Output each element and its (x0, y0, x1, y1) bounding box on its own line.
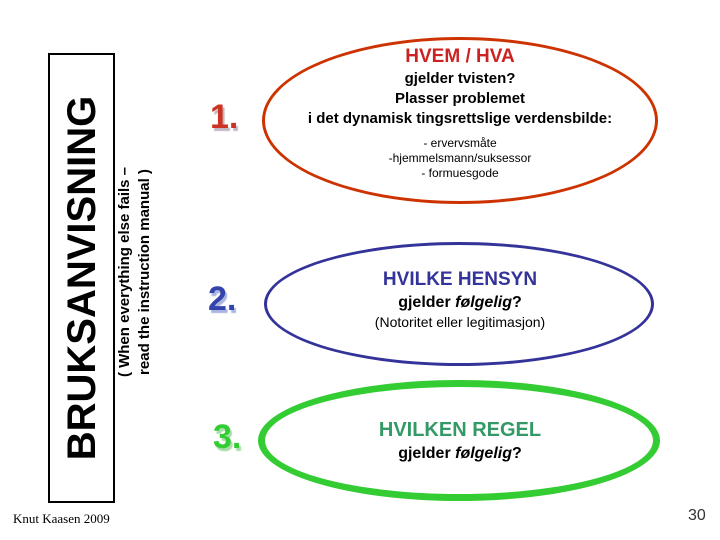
step-1-line-2: Plasser problemet (394, 90, 526, 107)
step-1-heading: HVEM / HVA (405, 46, 515, 67)
step-2-ellipse (264, 242, 654, 366)
author-credit: Knut Kaasen 2009 (13, 511, 110, 526)
step-1-bullet-2: -hjemmelsmann/suksessor (388, 151, 532, 165)
step-1-bullet-1: - ervervsmåte (423, 136, 497, 150)
step-2-question-prefix: gjelder (398, 294, 456, 311)
vertical-subtitle: ( When everything else fails – read the … (115, 130, 157, 414)
step-3-question-italic: følgelig (455, 445, 512, 462)
step-1-ellipse (262, 37, 658, 204)
step-3-question-prefix: gjelder (398, 445, 456, 462)
vertical-title-box (48, 53, 115, 503)
step-2-heading: HVILKE HENSYN (382, 269, 538, 290)
step-3-heading: HVILKEN REGEL (378, 419, 542, 441)
step-2-question-suffix: ? (512, 294, 522, 311)
step-2-question: gjelder følgelig? (270, 292, 650, 313)
vertical-subtitle-line2: read the instruction manual ) (136, 169, 153, 375)
step-1-line-3: i det dynamisk tingsrettslige verdensbil… (307, 110, 613, 127)
page-number: 30 (688, 507, 706, 524)
step-3-number: 3. (213, 418, 242, 456)
step-2-note: (Notoritet eller legitimasjon) (374, 314, 546, 330)
step-2-question-italic: følgelig (455, 294, 512, 311)
step-1-line-1: gjelder tvisten? (404, 70, 516, 87)
step-3-content: HVILKEN REGEL gjelder følgelig? (270, 418, 650, 464)
step-1-content: HVEM / HVA gjelder tvisten? Plasser prob… (270, 45, 650, 181)
step-3-question-suffix: ? (512, 445, 522, 462)
step-3-question: gjelder følgelig? (270, 443, 650, 464)
step-2-number: 2. (208, 280, 237, 318)
step-3-ellipse (258, 380, 660, 501)
vertical-title: BRUKSANVISNING (60, 95, 104, 461)
step-1-number: 1. (210, 98, 239, 136)
step-1-bullet-3: - formuesgode (421, 166, 499, 180)
step-2-content: HVILKE HENSYN gjelder følgelig? (Notorit… (270, 268, 650, 331)
vertical-subtitle-line1: ( When everything else fails – (116, 166, 133, 378)
